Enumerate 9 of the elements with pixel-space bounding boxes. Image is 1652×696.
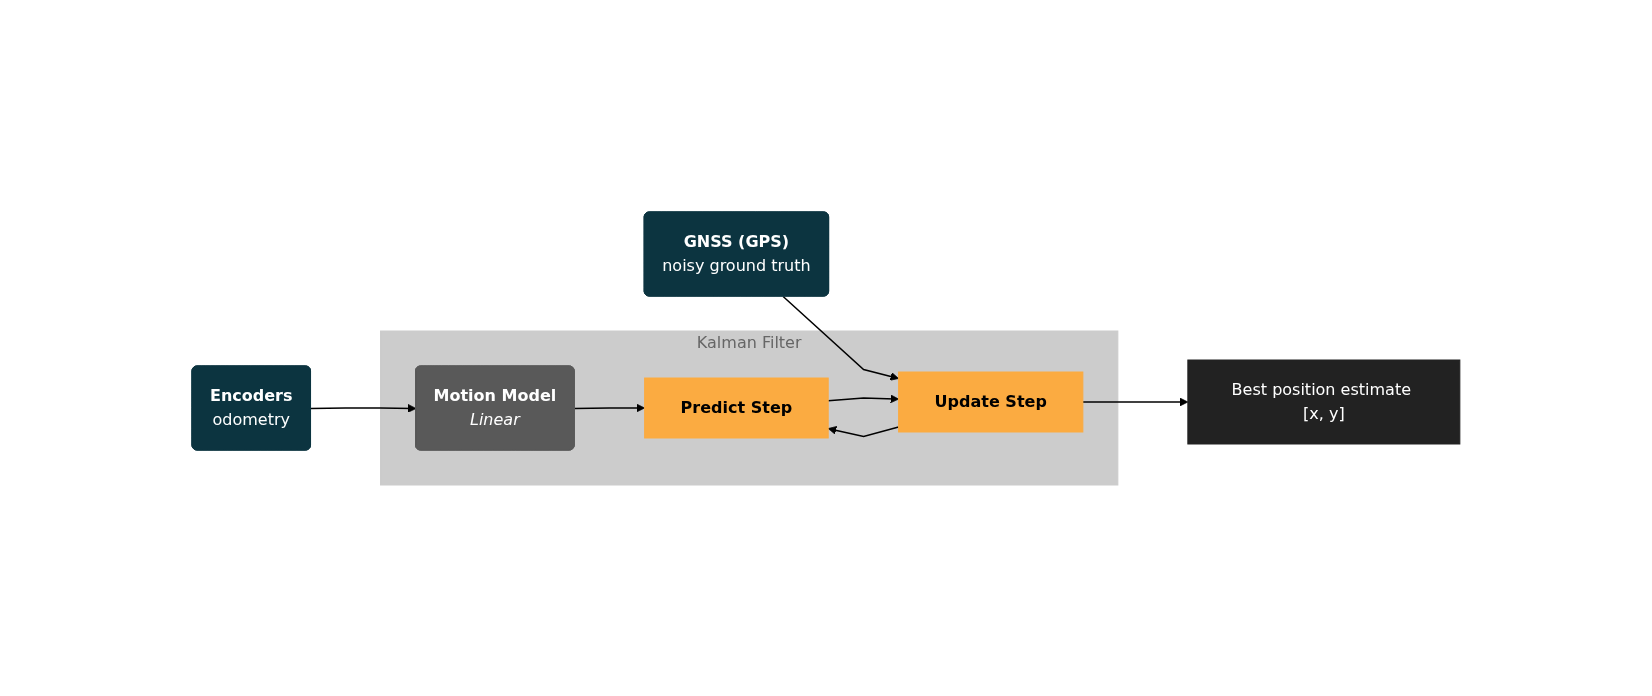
node-box: Best position estimate [x, y] bbox=[1187, 359, 1461, 444]
arrow bbox=[827, 425, 900, 437]
arrow bbox=[574, 403, 646, 412]
node-box: Predict Step bbox=[644, 377, 829, 438]
arrow bbox=[310, 403, 417, 413]
arrow bbox=[1082, 397, 1189, 406]
arrow bbox=[827, 393, 900, 403]
node-box: Update Step bbox=[898, 371, 1084, 432]
arrow bbox=[782, 295, 900, 381]
